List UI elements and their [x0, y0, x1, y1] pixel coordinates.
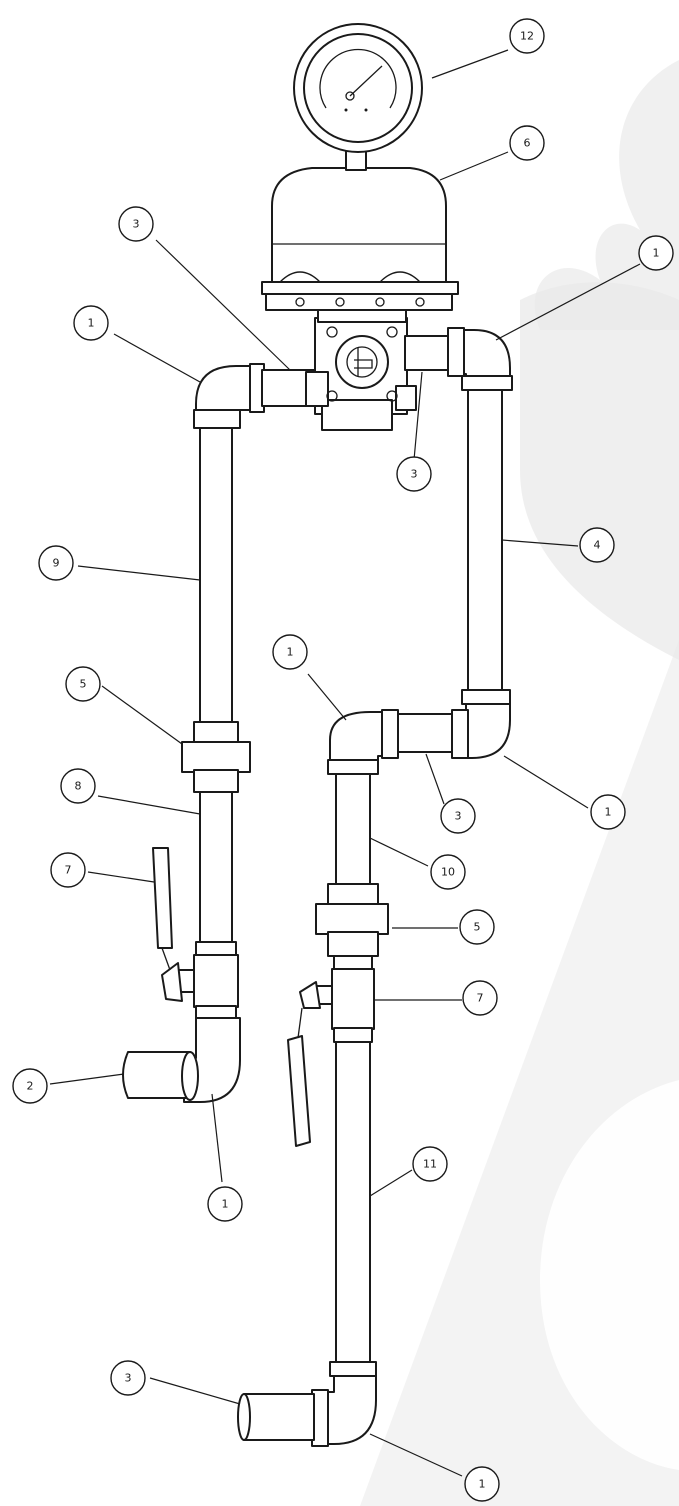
upper-right-elbow — [447, 327, 513, 391]
balloon-1-bottom-elbow-label: 1 — [479, 1478, 486, 1491]
upper-left-elbow — [193, 363, 265, 429]
valve-body — [305, 305, 417, 431]
valve-outlet-nipple — [404, 335, 454, 371]
pressure-gauge — [293, 23, 423, 153]
balloon-1-mid-elbow: 1 — [272, 634, 308, 670]
right-pipe — [467, 389, 503, 691]
balloon-8-label: 8 — [75, 780, 82, 793]
long-pipe — [335, 1041, 371, 1365]
balloon-9: 9 — [38, 545, 74, 581]
balloon-7-center-valve-label: 7 — [477, 992, 484, 1005]
balloon-3-mid-nipple-label: 3 — [455, 810, 462, 823]
balloon-3-upper-left: 3 — [118, 206, 154, 242]
bottom-elbow — [311, 1361, 377, 1447]
balloon-1-lower-left-label: 1 — [222, 1198, 229, 1211]
center-pipe — [335, 773, 371, 887]
left-pipe — [199, 424, 233, 726]
balloon-1-upper-left: 1 — [73, 305, 109, 341]
balloon-5-center-union-label: 5 — [474, 921, 481, 934]
balloon-5-left-union: 5 — [65, 666, 101, 702]
balloon-1-mid-elbow-label: 1 — [287, 646, 294, 659]
middle-elbow — [327, 709, 399, 775]
balloon-1-right-elbow: 1 — [590, 794, 626, 830]
balloon-3-bottom-nipple-label: 3 — [125, 1372, 132, 1385]
balloon-11-label: 11 — [423, 1158, 437, 1171]
balloon-10: 10 — [430, 854, 466, 890]
watermark — [360, 60, 679, 1506]
inlet-nipple — [122, 1051, 199, 1101]
balloon-7-center-valve: 7 — [462, 980, 498, 1016]
balloon-3-mid-nipple: 3 — [440, 798, 476, 834]
balloon-12: 12 — [509, 18, 545, 54]
balloon-1-upper-right-label: 1 — [653, 247, 660, 260]
right-bottom-elbow — [451, 689, 511, 759]
left-nipple — [199, 791, 233, 943]
balloon-12-label: 12 — [520, 30, 534, 43]
balloon-6-label: 6 — [524, 137, 531, 150]
bottom-nipple — [237, 1393, 315, 1441]
center-union — [315, 883, 389, 957]
balloon-1-upper-right: 1 — [638, 235, 674, 271]
balloon-2-label: 2 — [27, 1080, 34, 1093]
balloon-9-label: 9 — [53, 557, 60, 570]
balloon-1-lower-left: 1 — [207, 1186, 243, 1222]
balloon-4-label: 4 — [594, 539, 601, 552]
center-ball-valve — [287, 955, 375, 1147]
balloon-7-left-valve-label: 7 — [65, 864, 72, 877]
balloon-3-valve-outlet-label: 3 — [411, 468, 418, 481]
balloon-1-bottom-elbow: 1 — [464, 1466, 500, 1502]
leader-lines — [49, 49, 641, 1477]
balloon-11: 11 — [412, 1146, 448, 1182]
balloon-1-right-elbow-label: 1 — [605, 806, 612, 819]
balloon-3-upper-left-label: 3 — [133, 218, 140, 231]
balloon-3-valve-outlet: 3 — [396, 456, 432, 492]
balloon-7-left-valve: 7 — [50, 852, 86, 888]
left-ball-valve — [152, 847, 239, 1019]
balloon-6: 6 — [509, 125, 545, 161]
balloon-3-bottom-nipple: 3 — [110, 1360, 146, 1396]
left-union — [181, 721, 251, 793]
balloon-4: 4 — [579, 527, 615, 563]
balloon-10-label: 10 — [441, 866, 455, 879]
balloon-2: 2 — [12, 1068, 48, 1104]
balloon-5-center-union: 5 — [459, 909, 495, 945]
pressure-switch-housing — [261, 167, 459, 311]
balloon-8: 8 — [60, 768, 96, 804]
balloon-5-left-union-label: 5 — [80, 678, 87, 691]
balloon-1-upper-left-label: 1 — [88, 317, 95, 330]
